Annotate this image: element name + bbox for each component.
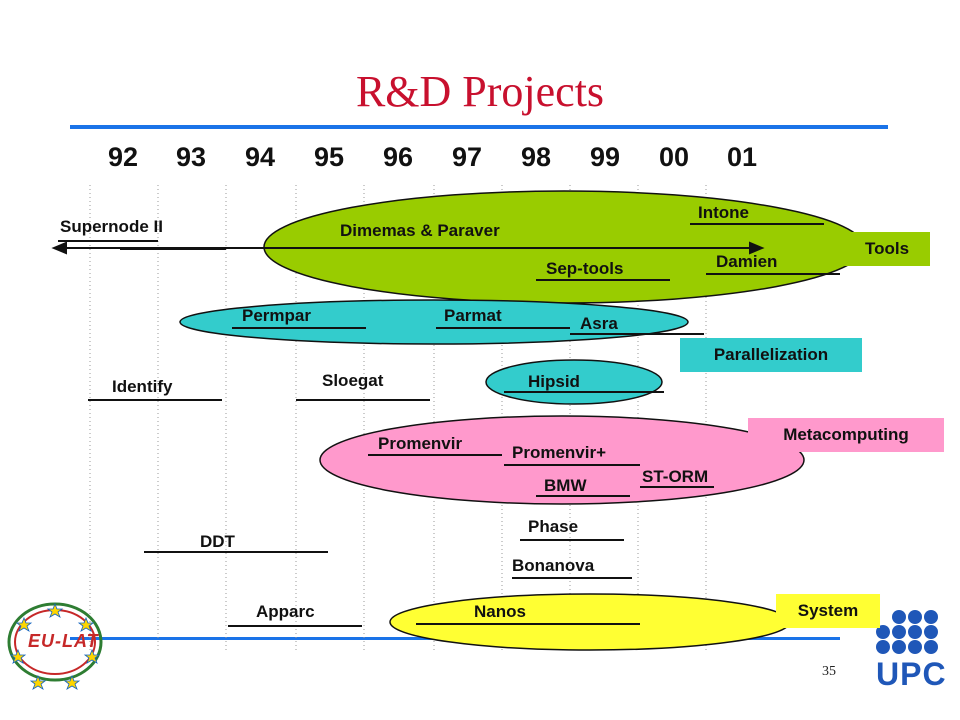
project-asra: Asra [580, 314, 618, 333]
eu-lat-logo-text: EU-LAT [28, 631, 99, 651]
category-system: System [776, 594, 880, 628]
project-bmw: BMW [544, 476, 587, 495]
project-sep-tools: Sep-tools [546, 259, 624, 278]
year-label: 01 [726, 142, 758, 172]
project-sloegat: Sloegat [322, 371, 384, 390]
project-bonanova: Bonanova [512, 556, 595, 575]
project-promenvir-plus: Promenvir+ [512, 443, 607, 462]
category-tools: Tools [844, 232, 930, 266]
project-damien: Damien [716, 252, 778, 271]
year-label: 95 [313, 142, 345, 172]
project-supernode-ii: Supernode II [60, 217, 163, 236]
year-label: 93 [175, 142, 207, 172]
project-duration-lines [58, 223, 840, 627]
year-label: 00 [658, 142, 690, 172]
page-number: 35 [822, 664, 836, 679]
project-permpar: Permpar [242, 306, 311, 325]
category-metacomputing: Metacomputing [748, 418, 944, 452]
category-parallelization: Parallelization [680, 338, 862, 372]
project-st-orm: ST-ORM [642, 467, 709, 486]
parallelization-area [179, 299, 689, 345]
project-apparc: Apparc [256, 602, 315, 621]
eu-lat-logo [7, 602, 103, 690]
project-dimemas-paraver: Dimemas & Paraver [340, 221, 500, 240]
year-label: 98 [520, 142, 552, 172]
project-intone: Intone [698, 203, 749, 222]
upc-logo-text: UPC [876, 656, 947, 692]
title-rule [70, 125, 888, 129]
project-phase: Phase [528, 517, 579, 536]
project-promenvir: Promenvir [378, 434, 463, 453]
metacomputing-area [319, 415, 805, 505]
year-label: 96 [382, 142, 414, 172]
project-nanos: Nanos [474, 602, 526, 621]
year-label: 97 [451, 142, 483, 172]
project-hipsid: Hipsid [528, 372, 580, 391]
year-label: 99 [589, 142, 621, 172]
year-label: 94 [244, 142, 276, 172]
system-area [389, 593, 791, 651]
project-parmat: Parmat [444, 306, 502, 325]
slide-title: R&D Projects [355, 67, 605, 116]
project-identify: Identify [112, 377, 173, 396]
project-ddt: DDT [200, 532, 235, 551]
year-label: 92 [107, 142, 139, 172]
upc-logo [876, 610, 938, 654]
